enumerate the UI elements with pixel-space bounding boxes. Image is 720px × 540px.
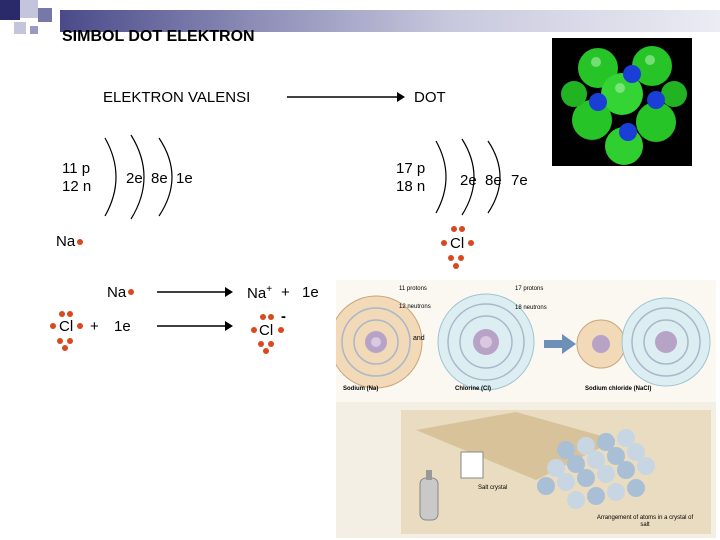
- reaction1-electron: 1e: [302, 284, 319, 301]
- sodium-shell-arcs: [104, 134, 173, 220]
- fig-label-na-neutrons: 12 neutrons: [399, 304, 431, 310]
- r2p-dot-bottom-1: [258, 341, 264, 347]
- r2p-dot-left: [251, 327, 257, 333]
- chlorine-nucleus-neutrons: 18 n: [396, 178, 426, 195]
- reaction2-plus: +: [90, 318, 99, 335]
- fig-label-and: and: [413, 335, 425, 342]
- chlorine-shell-1: 2e: [460, 172, 477, 189]
- r2p-dot-top-1: [260, 314, 266, 320]
- chlorine-dot-top-2: [459, 226, 465, 232]
- r2-dot-bottom-1: [57, 338, 63, 344]
- fig-label-salt-crystal: Salt crystal: [478, 485, 508, 491]
- r2p-dot-bottom-3: [263, 348, 269, 354]
- sodium-shell-2: 8e: [151, 170, 168, 187]
- r2-dot-top-1: [59, 311, 65, 317]
- chlorine-dot-bottom-2: [458, 255, 464, 261]
- corner-square-dark: [0, 0, 20, 20]
- r2-dot-bottom-3: [62, 345, 68, 351]
- chlorine-dot-left: [441, 240, 447, 246]
- reaction1-reactant: Na: [107, 284, 127, 301]
- fig-label-cl-neutrons: 18 neutrons: [515, 305, 547, 311]
- chlorine-shell-3: 7e: [511, 172, 528, 189]
- r2-dot-bottom-2: [67, 338, 73, 344]
- r2-dot-right: [77, 323, 83, 329]
- reaction2-product: Cl: [259, 322, 274, 339]
- sodium-shell-3: 1e: [176, 170, 193, 187]
- sodium-dot-symbol: Na: [56, 233, 76, 250]
- nacl-crystal-model-image: [552, 38, 692, 166]
- corner-square-light: [20, 0, 38, 18]
- header-arrow: [287, 92, 405, 102]
- reaction2-arrow: [157, 321, 233, 331]
- page-title: SIMBOL DOT ELEKTRON: [62, 28, 255, 45]
- chlorine-dot-symbol: Cl: [450, 235, 465, 252]
- corner-square-small: [14, 22, 26, 34]
- fig-label-sodium: Sodium (Na): [343, 386, 379, 392]
- corner-square-tiny: [30, 26, 38, 34]
- chlorine-shell-arcs: [435, 138, 501, 216]
- r2p-dot-right: [278, 327, 284, 333]
- sodium-shell-1: 2e: [126, 170, 143, 187]
- label-dot: DOT: [414, 89, 446, 106]
- r2p-dot-top-2: [268, 314, 274, 320]
- reaction1-product: Na+: [247, 284, 272, 302]
- r2-dot-left: [50, 323, 56, 329]
- sodium-valence-dot: [77, 239, 83, 245]
- r2-dot-top-2: [67, 311, 73, 317]
- reaction1-product-charge: +: [266, 284, 273, 295]
- label-electron-valence: ELEKTRON VALENSI: [103, 89, 251, 106]
- fig-label-chlorine: Chlorine (Cl): [455, 386, 491, 392]
- fig-label-cl-protons: 17 protons: [515, 286, 544, 292]
- r2p-dot-bottom-2: [268, 341, 274, 347]
- fig-label-arrangement: Arrangement of atoms in a crystal of sal…: [596, 515, 694, 528]
- reaction2-electron: 1e: [114, 318, 131, 335]
- sodium-nucleus-protons: 11 p: [62, 160, 91, 177]
- sodium-nucleus-neutrons: 12 n: [62, 178, 92, 195]
- chlorine-dot-top-1: [451, 226, 457, 232]
- reaction1-reactant-dot: [128, 289, 134, 295]
- fig-label-na-protons: 11 protons: [399, 286, 427, 292]
- chlorine-shell-2: 8e: [485, 172, 502, 189]
- reaction1-product-symbol: Na: [247, 285, 267, 302]
- reaction1-arrow: [157, 287, 233, 297]
- chlorine-dot-right: [468, 240, 474, 246]
- reaction2-reactant: Cl: [59, 318, 74, 335]
- fig-label-nacl: Sodium chloride (NaCl): [585, 386, 652, 392]
- textbook-figure-image: [336, 280, 716, 538]
- chlorine-dot-bottom-3: [453, 263, 459, 269]
- reaction1-plus: +: [281, 284, 290, 301]
- title-gradient-bar: [60, 10, 720, 32]
- reaction2-product-charge: -: [281, 308, 286, 325]
- chlorine-nucleus-protons: 17 p: [396, 160, 426, 177]
- chlorine-dot-bottom-1: [448, 255, 454, 261]
- corner-square-mid: [38, 8, 52, 22]
